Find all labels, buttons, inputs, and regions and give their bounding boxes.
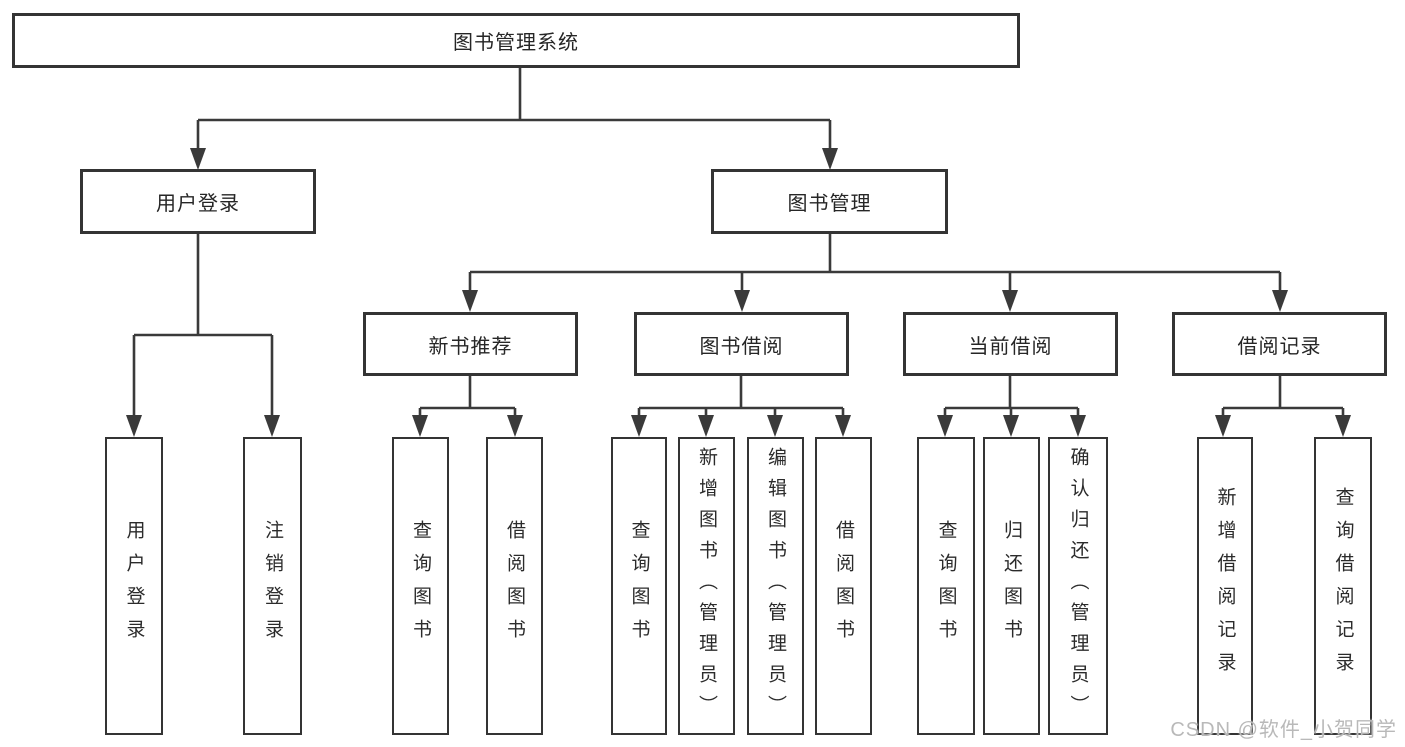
node-label: 图书管理 bbox=[787, 193, 872, 215]
leaf-query-borrow-record: 查询借阅记录 bbox=[1314, 437, 1372, 735]
leaf-add-borrow-record: 新增借阅记录 bbox=[1197, 437, 1253, 735]
csdn-watermark: CSDN @软件_小贺同学 bbox=[1170, 719, 1397, 741]
leaf-label: 查询图书 bbox=[935, 520, 957, 652]
node-book-borrowing: 图书借阅 bbox=[634, 312, 849, 376]
leaf-recommend-borrow-books: 借阅图书 bbox=[486, 437, 543, 735]
node-label: 当前借阅 bbox=[968, 335, 1053, 358]
leaf-current-query-books: 查询图书 bbox=[917, 437, 975, 735]
node-label: 新书推荐 bbox=[428, 335, 513, 358]
leaf-return-books: 归还图书 bbox=[983, 437, 1040, 735]
node-new-book-recommendation: 新书推荐 bbox=[363, 312, 578, 376]
leaf-label: 借阅图书 bbox=[504, 520, 525, 652]
leaf-recommend-query-books: 查询图书 bbox=[392, 437, 449, 735]
leaf-borrowing-query-books: 查询图书 bbox=[611, 437, 667, 735]
node-label: 用户登录 bbox=[156, 193, 240, 215]
leaf-label: 用户登录 bbox=[123, 520, 145, 652]
node-book-management-system: 图书管理系统 bbox=[12, 13, 1020, 68]
node-borrowing-records: 借阅记录 bbox=[1172, 312, 1387, 376]
leaf-label: 查询图书 bbox=[628, 520, 650, 652]
node-user-login: 用户登录 bbox=[80, 169, 316, 234]
arrowheads bbox=[126, 148, 1351, 437]
leaf-logout: 注销登录 bbox=[243, 437, 302, 735]
leaf-label: 编辑图书（管理员） bbox=[765, 446, 786, 726]
node-label: 图书管理系统 bbox=[453, 32, 579, 54]
leaf-label: 新增借阅记录 bbox=[1214, 487, 1236, 685]
leaf-label: 查询借阅记录 bbox=[1332, 487, 1354, 685]
leaf-borrowing-borrow-books: 借阅图书 bbox=[815, 437, 872, 735]
node-label: 图书借阅 bbox=[699, 335, 784, 358]
node-current-borrowing: 当前借阅 bbox=[903, 312, 1118, 376]
leaf-label: 确认归还（管理员） bbox=[1067, 446, 1089, 726]
leaf-user-login: 用户登录 bbox=[105, 437, 163, 735]
leaf-label: 归还图书 bbox=[1001, 520, 1022, 652]
leaf-label: 新增图书（管理员） bbox=[696, 446, 717, 726]
node-label: 借阅记录 bbox=[1237, 335, 1322, 358]
leaf-edit-book-admin: 编辑图书（管理员） bbox=[747, 437, 804, 735]
leaf-add-book-admin: 新增图书（管理员） bbox=[678, 437, 735, 735]
leaf-label: 注销登录 bbox=[262, 520, 283, 652]
leaf-label: 查询图书 bbox=[410, 520, 431, 652]
node-book-management: 图书管理 bbox=[711, 169, 948, 234]
leaf-label: 借阅图书 bbox=[833, 520, 854, 652]
leaf-confirm-return-admin: 确认归还（管理员） bbox=[1048, 437, 1108, 735]
